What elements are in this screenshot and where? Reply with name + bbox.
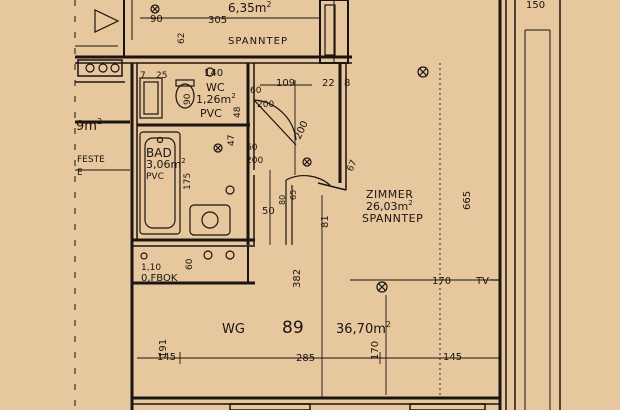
dim-191: 191: [158, 339, 169, 358]
wc-sink-icon: [139, 77, 163, 119]
wc-dim-48: 48: [233, 106, 243, 118]
washbasin-icon: [189, 204, 231, 236]
left-area: 9m2: [76, 117, 102, 134]
bad-dim-60: 60: [246, 143, 258, 153]
dim-145-right: 145: [443, 352, 462, 363]
toilet-icon: [175, 83, 195, 109]
abst-dim-60: 60: [185, 258, 195, 270]
ceiling-light-icon: [302, 157, 312, 167]
dim-145-left: 145: [157, 352, 176, 363]
dim-22: 22: [322, 78, 335, 89]
bad-dim-65: 65: [289, 190, 298, 200]
bad-floor: PVC: [146, 172, 164, 182]
wc-dim-200: 200: [257, 100, 274, 110]
top-dim-150: 150: [526, 0, 545, 11]
wg-number: 89: [282, 318, 304, 338]
tv-label: TV: [475, 276, 489, 287]
bad-dim-47: 47: [227, 135, 237, 146]
top-dim-b: 305: [208, 15, 227, 26]
wc-dim-25: 25: [156, 71, 167, 81]
bad-dim-200: 200: [246, 156, 263, 166]
wc-name: WC: [206, 81, 225, 94]
entrance-arrow-icon: [94, 9, 120, 33]
dim-170-h: 170: [432, 276, 451, 287]
wc-dim-140: 140: [204, 68, 223, 79]
left-feste: FESTE: [77, 155, 105, 165]
abst-name: 0,FBOK: [141, 273, 178, 284]
dim-67: 67: [346, 159, 360, 174]
dimension-lines: [75, 17, 500, 398]
dim-382: 382: [292, 269, 303, 288]
top-dim-62: 62: [177, 33, 187, 44]
wc-area: 1,26m2: [196, 92, 236, 106]
bad-dim-80: 80: [278, 195, 287, 205]
zimmer-area: 26,03m2: [366, 199, 413, 213]
labels: 6,35m2 90 305 150 62 SPANNTEP 9m2 FESTE …: [76, 0, 545, 364]
left-e: E: [77, 168, 83, 178]
wc-dim-60: 60: [250, 86, 262, 96]
abst-dim: 1,10: [141, 263, 161, 273]
walls: [74, 0, 561, 410]
zimmer-floor: SPANNTEP: [362, 212, 423, 225]
ceiling-light-icon: [376, 281, 388, 293]
top-floor: SPANNTEP: [228, 36, 288, 47]
fixtures: [85, 4, 500, 293]
dim-109: 109: [276, 78, 295, 89]
ceiling-light-icon: [213, 143, 223, 153]
bad-dim-50: 50: [262, 206, 275, 217]
wc-dim-90: 90: [183, 93, 193, 105]
ceiling-light-icon: [150, 4, 160, 14]
ceiling-light-icon: [417, 66, 429, 78]
top-area: 6,35m2: [228, 0, 272, 15]
bathtub-icon: [139, 131, 181, 235]
dim-170-v: 170: [370, 341, 381, 360]
bad-name: BAD: [146, 146, 172, 160]
dim-81: 81: [320, 215, 331, 228]
bad-area: 3,06m2: [146, 157, 186, 171]
zimmer-name: ZIMMER: [366, 188, 413, 201]
top-dim-a: 90: [150, 14, 163, 25]
wc-floor: PVC: [200, 107, 222, 120]
dim-665: 665: [462, 191, 473, 210]
wc-dim-7: 7: [140, 71, 146, 81]
bad-dim-175: 175: [183, 173, 193, 190]
wg-label: WG: [222, 322, 245, 337]
dim-285: 285: [296, 353, 315, 364]
wg-area: 36,70m2: [336, 320, 391, 337]
dim-8: 8: [344, 78, 350, 89]
